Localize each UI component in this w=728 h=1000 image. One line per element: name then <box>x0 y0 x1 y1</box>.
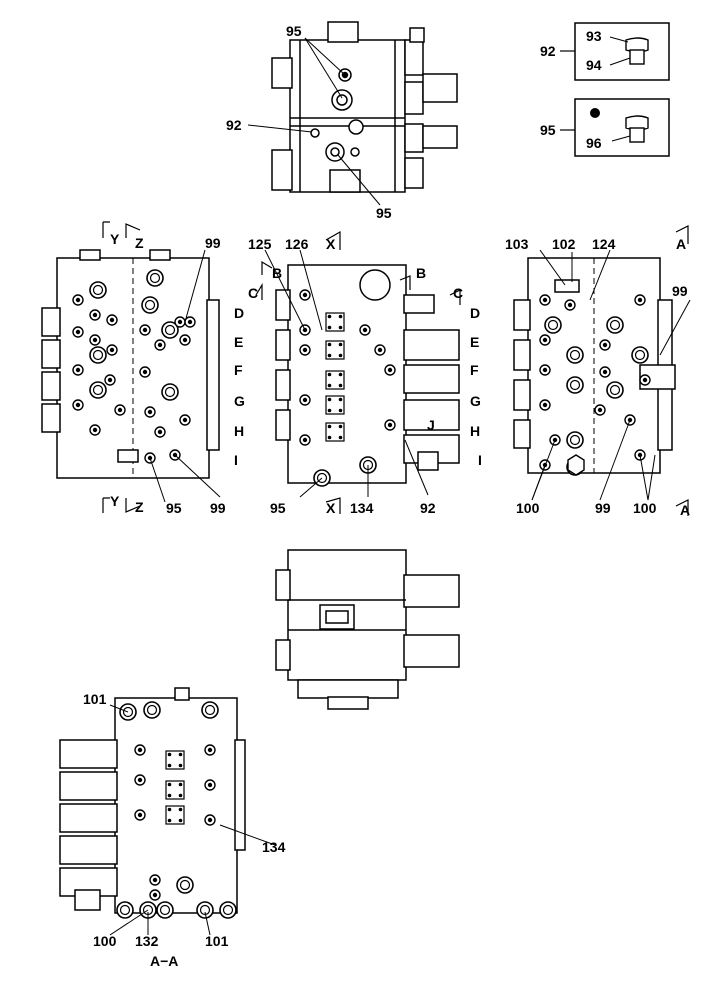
section-h-center: H <box>470 423 481 439</box>
section-g-center: G <box>470 393 481 409</box>
section-z-top: Z <box>135 235 144 251</box>
section-a-top: A <box>676 236 687 252</box>
ref-92-inset: 92 <box>540 43 556 59</box>
ref-95-center: 95 <box>270 500 286 516</box>
section-x-bottom: X <box>326 500 336 516</box>
ref-93: 93 <box>586 28 602 44</box>
ref-94: 94 <box>586 57 602 73</box>
section-y-bottom: Y <box>110 493 120 509</box>
ref-99-left-top: 99 <box>205 235 221 251</box>
right-view-bolts <box>539 294 651 476</box>
section-i-center: I <box>478 452 482 468</box>
inset-95-box <box>560 98 670 157</box>
ref-134-section: 134 <box>262 839 286 855</box>
section-e-center: E <box>470 334 480 350</box>
ref-92-center: 92 <box>420 500 436 516</box>
section-e-left: E <box>234 334 244 350</box>
ref-99-right-bottom: 99 <box>595 500 611 516</box>
ref-125: 125 <box>248 236 272 252</box>
section-c-left: C <box>248 285 259 301</box>
center-view <box>275 264 460 484</box>
ref-132: 132 <box>135 933 159 949</box>
ref-95-left: 95 <box>166 500 182 516</box>
ref-100-right-left: 100 <box>516 500 540 516</box>
ref-126: 126 <box>285 236 309 252</box>
section-b-left: B <box>272 265 283 281</box>
ref-100-section: 100 <box>93 933 117 949</box>
section-g-left: G <box>234 393 245 409</box>
section-c-right: C <box>453 285 464 301</box>
section-x-top: X <box>326 236 336 252</box>
ref-95-inset: 95 <box>540 122 556 138</box>
ref-101-top: 101 <box>83 691 107 707</box>
section-f-center: F <box>470 362 479 378</box>
ref-99-left-bottom: 99 <box>210 500 226 516</box>
section-j-center: J <box>427 417 435 433</box>
section-h-left: H <box>234 423 245 439</box>
bottom-view <box>275 549 460 710</box>
section-y-top: Y <box>110 231 120 247</box>
ref-95-top-bottom: 95 <box>376 205 392 221</box>
ref-124: 124 <box>592 236 616 252</box>
section-a-bottom: A <box>680 502 691 518</box>
section-brackets <box>102 221 689 516</box>
section-d-center: D <box>470 305 481 321</box>
section-d-left: D <box>234 305 245 321</box>
section-z-bottom: Z <box>135 499 144 515</box>
section-f-left: F <box>234 362 243 378</box>
section-a-a-view <box>59 687 246 914</box>
ref-99-right-top: 99 <box>672 283 688 299</box>
section-caption: A−A <box>150 953 179 969</box>
ref-92-top: 92 <box>226 117 242 133</box>
ref-103: 103 <box>505 236 529 252</box>
ref-134-center: 134 <box>350 500 374 516</box>
left-view <box>41 249 220 479</box>
ref-96: 96 <box>586 135 602 151</box>
ref-101-bottom: 101 <box>205 933 229 949</box>
ref-100-right-right: 100 <box>633 500 657 516</box>
inset-92-box <box>560 22 670 81</box>
ref-95-top: 95 <box>286 23 302 39</box>
ref-102: 102 <box>552 236 576 252</box>
section-b-right: B <box>416 265 427 281</box>
right-view <box>513 257 676 474</box>
leader-lines <box>109 37 691 936</box>
top-view <box>271 21 458 193</box>
section-i-left: I <box>234 452 238 468</box>
